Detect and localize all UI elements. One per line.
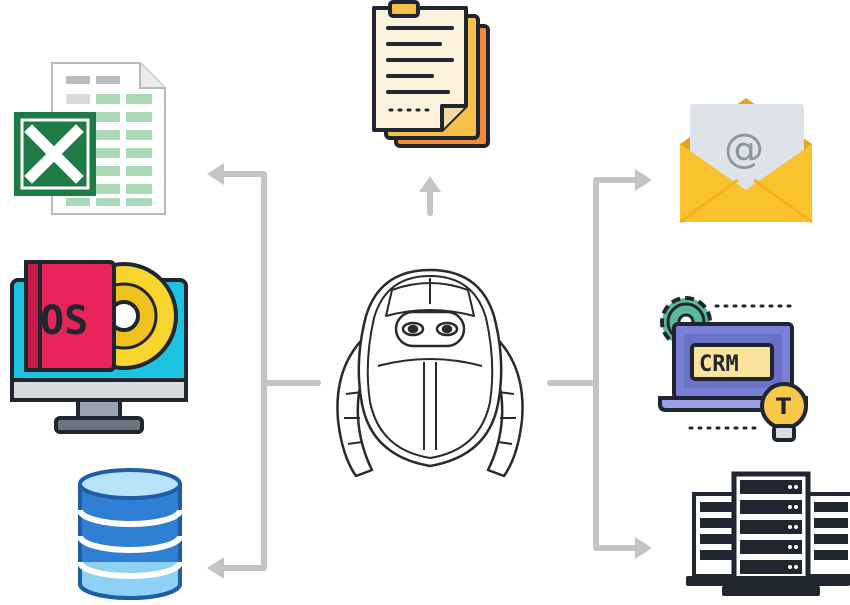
arrowhead-to-excel [207,163,224,185]
crm-laptop-icon: CRM T [658,296,808,442]
arrowhead-to-database [207,557,224,579]
database-icon [77,468,183,600]
right-connector-trunk [547,177,639,551]
left-connector-trunk [219,171,321,571]
arrowhead-to-documents [419,176,441,192]
arrowhead-to-email [635,169,652,191]
connectors [219,171,639,571]
bulb-letter: T [776,395,791,420]
documents-icon [372,0,490,148]
lightbulb-icon: T [760,382,808,442]
connector-arrowheads [207,163,652,579]
server-rack-icon [686,471,850,596]
email-envelope-icon: @ [679,98,813,224]
os-label: OS [40,298,88,344]
robot-visor [394,310,466,348]
robot-body [357,268,503,468]
excel-spreadsheet-icon [14,62,166,215]
arrowhead-to-server [635,537,652,559]
email-at-symbol: @ [724,126,764,172]
robot-icon [336,268,524,478]
operating-system-disc-icon: OS [10,260,188,434]
crm-label: CRM [699,352,739,377]
